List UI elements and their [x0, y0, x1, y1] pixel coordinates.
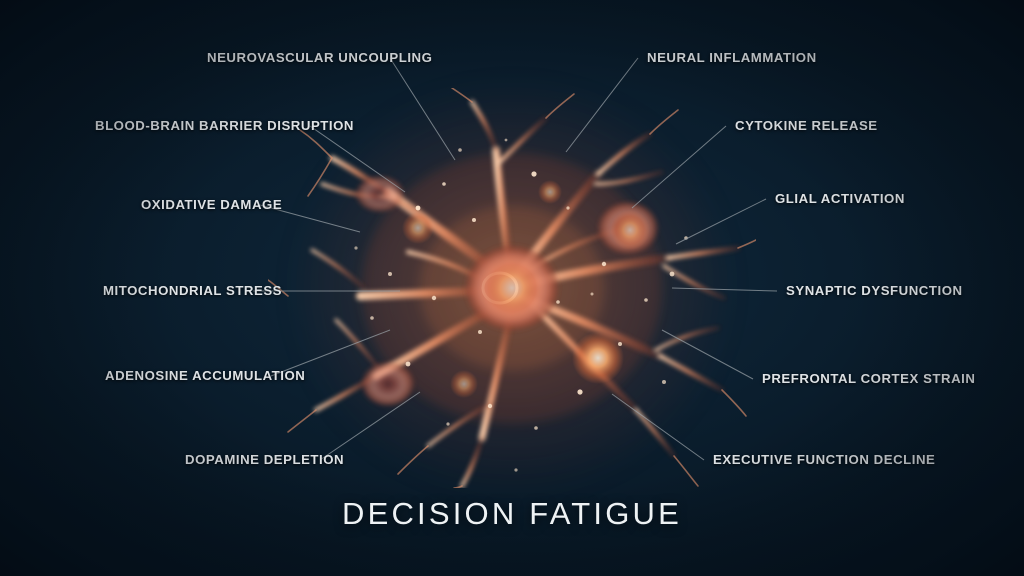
- label-neurovascular-uncoupling[interactable]: NEUROVASCULAR UNCOUPLING: [207, 50, 433, 65]
- label-prefrontal-cortex-strain[interactable]: PREFRONTAL CORTEX STRAIN: [762, 371, 976, 386]
- label-oxidative-damage[interactable]: OXIDATIVE DAMAGE: [141, 197, 283, 212]
- page-title: DECISION FATIGUE: [342, 496, 682, 531]
- leader-line-blood-brain-barrier-disruption: [309, 125, 406, 193]
- leader-line-cytokine-release: [631, 125, 727, 209]
- label-cytokine-release[interactable]: CYTOKINE RELEASE: [735, 118, 878, 133]
- leader-line-glial-activation: [675, 198, 767, 245]
- leader-line-prefrontal-cortex-strain: [661, 329, 754, 380]
- label-mitochondrial-stress[interactable]: MITOCHONDRIAL STRESS: [103, 283, 283, 298]
- label-executive-function-decline[interactable]: EXECUTIVE FUNCTION DECLINE: [713, 452, 936, 467]
- leader-line-executive-function-decline: [611, 393, 705, 461]
- leader-line-neural-inflammation: [565, 57, 639, 153]
- label-glial-activation[interactable]: GLIAL ACTIVATION: [775, 191, 905, 206]
- label-synaptic-dysfunction[interactable]: SYNAPTIC DYSFUNCTION: [786, 283, 963, 298]
- label-neural-inflammation[interactable]: NEURAL INFLAMMATION: [647, 50, 817, 65]
- label-dopamine-depletion[interactable]: DOPAMINE DEPLETION: [185, 452, 345, 467]
- leader-line-synaptic-dysfunction: [671, 287, 778, 292]
- label-blood-brain-barrier-disruption[interactable]: BLOOD-BRAIN BARRIER DISRUPTION: [95, 118, 355, 133]
- label-adenosine-accumulation[interactable]: ADENOSINE ACCUMULATION: [105, 368, 306, 383]
- leader-line-dopamine-depletion: [319, 391, 421, 461]
- leader-line-neurovascular-uncoupling: [389, 57, 456, 161]
